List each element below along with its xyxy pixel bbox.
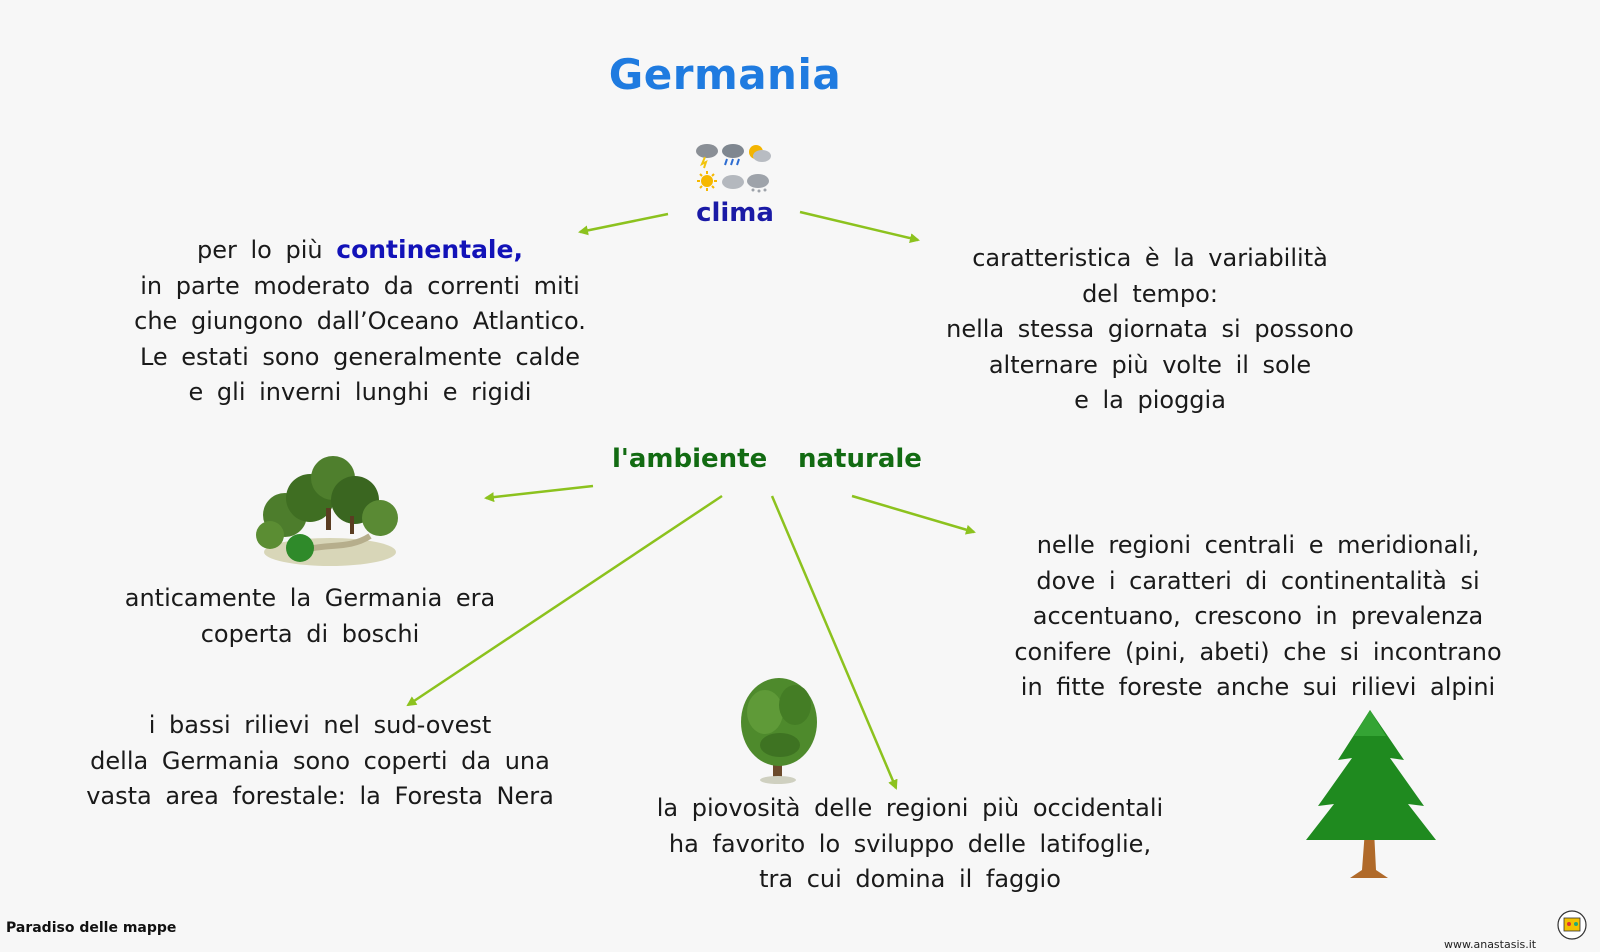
page-title: Germania xyxy=(608,50,842,99)
arrow-ambiente-boschi xyxy=(484,484,594,503)
boschi-line1: anticamente la Germania era xyxy=(124,584,496,612)
boschi-line2: coperta di boschi xyxy=(200,619,420,648)
arrow-ambiente-conifere xyxy=(851,494,976,535)
latifoglie-line2: ha favorito lo sviluppo delle latifoglie… xyxy=(668,829,1152,858)
foresta-nera-line1: i bassi rilievi nel sud-ovest xyxy=(148,711,492,739)
clima-left-text: per lo più continentale, in parte modera… xyxy=(95,232,625,411)
clima-left-line1-pre: per lo più xyxy=(197,236,323,264)
conifere-line1: nelle regioni centrali e meridionali, xyxy=(1036,531,1480,559)
foresta-nera-line2: della Germania sono coperti da una xyxy=(90,746,550,775)
fir-tree-icon xyxy=(1306,710,1436,878)
clima-right-line5: e la pioggia xyxy=(1074,386,1226,414)
conifere-text: nelle regioni centrali e meridionali, do… xyxy=(968,528,1548,706)
clima-left-highlight: continentale, xyxy=(336,235,523,264)
clima-left-line3: che giungono dall’Oceano Atlantico. xyxy=(134,307,586,335)
footer-brand: Paradiso delle mappe xyxy=(6,920,177,936)
node-ambiente: l'ambiente xyxy=(612,444,768,474)
latifoglie-line1: la piovosità delle regioni più occidenta… xyxy=(656,794,1164,822)
clima-right-line3: nella stessa giornata si possono xyxy=(946,315,1354,343)
latifoglie-text: la piovosità delle regioni più occidenta… xyxy=(615,791,1205,898)
boschi-text: anticamente la Germania era coperta di b… xyxy=(90,581,530,652)
latifoglie-line3: tra cui domina il faggio xyxy=(759,865,1061,893)
node-clima: clima xyxy=(696,198,774,228)
foresta-nera-text: i bassi rilievi nel sud-ovest della Germ… xyxy=(50,708,590,815)
arrow-clima-right xyxy=(799,210,920,244)
conifere-line3: accentuano, crescono in prevalenza xyxy=(1032,602,1484,630)
clima-left-line2: in parte moderato da correnti miti xyxy=(140,271,580,300)
conifere-line5: in fitte foreste anche sui rilievi alpin… xyxy=(1020,673,1496,701)
clima-right-text: caratteristica è la variabilità del temp… xyxy=(900,241,1400,419)
node-naturale: naturale xyxy=(798,444,922,474)
supermappe-logo-icon xyxy=(1557,910,1587,940)
clima-left-line5: e gli inverni lunghi e rigidi xyxy=(188,378,532,406)
clima-right-line2: del tempo: xyxy=(1082,279,1218,308)
clima-left-line4: Le estati sono generalmente calde xyxy=(139,342,581,371)
conifere-line4: conifere (pini, abeti) che si incontrano xyxy=(1014,637,1502,666)
arrows xyxy=(406,210,976,790)
arrow-ambiente-latifoglie xyxy=(770,495,898,790)
clima-right-line4: alternare più volte il sole xyxy=(988,350,1312,379)
conifere-line2: dove i caratteri di continentalità si xyxy=(1036,566,1480,595)
weather-icon xyxy=(696,144,771,193)
footer-website-link[interactable]: www.anastasis.it xyxy=(1444,938,1537,951)
clima-right-line1: caratteristica è la variabilità xyxy=(972,244,1328,272)
arrow-clima-left xyxy=(578,212,669,236)
arrow-ambiente-foresta xyxy=(406,494,723,707)
deciduous-tree-icon xyxy=(741,678,817,784)
bushes-icon xyxy=(256,456,398,566)
foresta-nera-line3: vasta area forestale: la Foresta Nera xyxy=(86,782,554,810)
